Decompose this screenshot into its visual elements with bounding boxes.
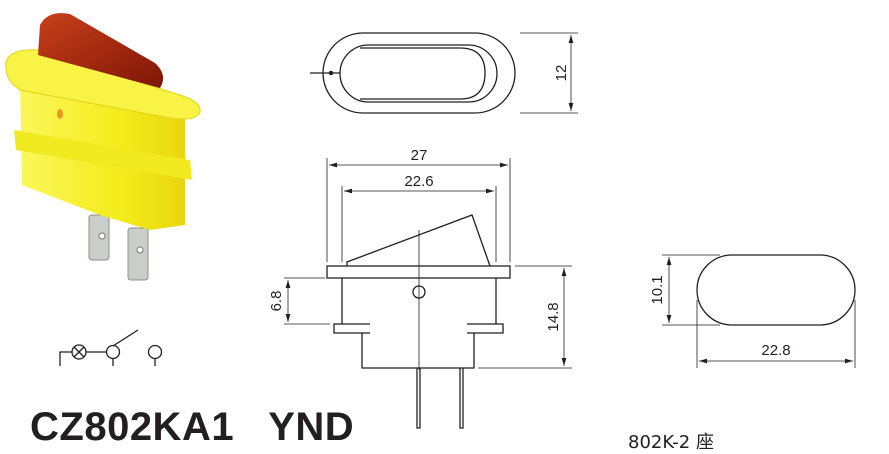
panel-cutout [662, 254, 856, 368]
dim-cutout-width: 22.8 [761, 342, 790, 359]
dim-rocker-width: 22.6 [404, 173, 433, 190]
model-title: CZ802KA1 YND [30, 405, 354, 450]
top-view [310, 32, 578, 114]
dim-body-height: 14.8 [545, 302, 562, 331]
model-number: CZ802KA1 [30, 405, 235, 449]
dim-flange-to-clip: 6.8 [268, 291, 285, 312]
switch-photo [5, 13, 201, 281]
base-label: 802K-2 座 [628, 432, 714, 453]
color-code: YND [268, 405, 355, 449]
dim-overall-width: 27 [411, 147, 428, 164]
dim-cutout-height: 10.1 [649, 275, 666, 304]
circuit-symbol [59, 329, 163, 366]
dim-top-height: 12 [553, 65, 570, 82]
side-view [284, 158, 572, 429]
